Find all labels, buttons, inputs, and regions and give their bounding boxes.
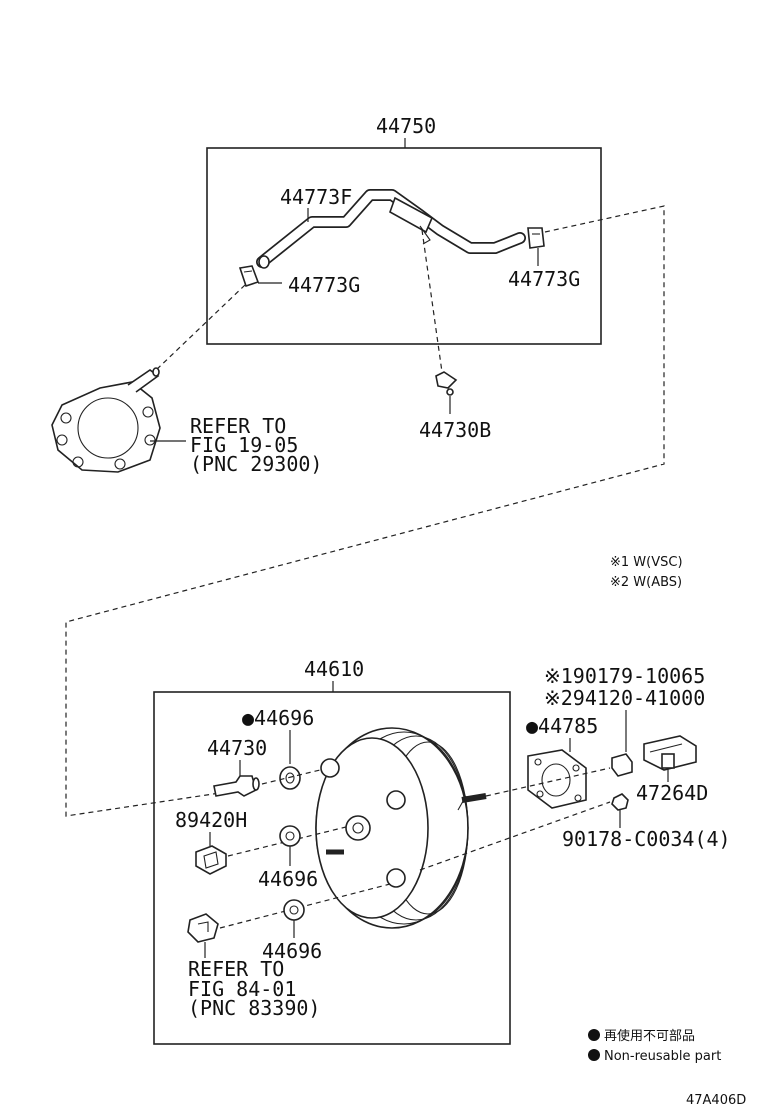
gasket-dashed-lower xyxy=(419,801,611,871)
booster-gasket xyxy=(527,749,587,809)
gasket-dashed-upper xyxy=(485,767,611,797)
leader-check-valve-dashed xyxy=(421,229,443,373)
legend-bullet-1 xyxy=(588,1029,600,1041)
label-44785: ●44785 xyxy=(526,714,598,738)
label-89420H: 89420H xyxy=(175,808,247,832)
label-spacer-1: ※190179-10065 xyxy=(544,664,705,688)
hose-clip-right xyxy=(527,227,545,249)
mounting-nut xyxy=(611,793,629,811)
sensor-reference-line3: (PNC 83390) xyxy=(188,996,320,1020)
label-nut: 90178-C0034(4) xyxy=(562,827,731,851)
pump-reference-line1: REFER TO xyxy=(190,414,286,438)
vacuum-sensor xyxy=(195,845,227,875)
hose-routing-dashed xyxy=(65,205,665,817)
label-44610: 44610 xyxy=(304,657,364,681)
note-1: ※1 W(VSC) xyxy=(610,555,683,570)
label-44773F: 44773F xyxy=(280,185,352,209)
sensor-reference-part xyxy=(187,913,219,943)
grommet-bottom xyxy=(283,899,305,921)
label-44696-mid: 44696 xyxy=(258,867,318,891)
sensor-dashed xyxy=(227,825,351,857)
pump-connection-dashed xyxy=(153,284,246,373)
brake-booster-body xyxy=(315,727,487,929)
grommet-mid xyxy=(279,825,301,847)
vacuum-pump xyxy=(51,367,161,473)
figure-code: 47A406D xyxy=(686,1093,746,1108)
sensor-reference-line2: FIG 84-01 xyxy=(188,977,296,1001)
label-44750: 44750 xyxy=(376,114,436,138)
booster-assembly-frame xyxy=(153,691,511,1045)
label-spacer-2: ※294120-41000 xyxy=(544,686,705,710)
booster-bracket xyxy=(643,735,697,771)
legend-bullet-2 xyxy=(588,1049,600,1061)
label-47264D: 47264D xyxy=(636,781,708,805)
pump-reference-line2: FIG 19-05 xyxy=(190,433,298,457)
sensor-reference-line1: REFER TO xyxy=(188,957,284,981)
grommet-top xyxy=(279,766,301,790)
check-valve-44730B xyxy=(435,371,458,396)
label-44696-top: ●44696 xyxy=(242,706,314,730)
label-44773G-left: 44773G xyxy=(288,273,360,297)
legend-text-1: 再使用不可部品 xyxy=(604,1028,695,1044)
pump-reference-line3: (PNC 29300) xyxy=(190,452,322,476)
label-44730: 44730 xyxy=(207,736,267,760)
check-valve-union xyxy=(213,775,260,797)
union-dashed xyxy=(261,769,321,785)
label-44696-bottom: 44696 xyxy=(262,939,322,963)
label-44773G-right: 44773G xyxy=(508,267,580,291)
label-44730B: 44730B xyxy=(419,418,491,442)
hose-clip-left xyxy=(238,265,260,288)
sensor-reference-dashed xyxy=(219,883,391,929)
hose-assembly-frame xyxy=(206,147,602,345)
note-2: ※2 W(ABS) xyxy=(610,575,682,590)
spacer xyxy=(611,753,633,777)
legend-text-2: Non-reusable part xyxy=(604,1049,721,1064)
vacuum-hose xyxy=(256,189,526,269)
